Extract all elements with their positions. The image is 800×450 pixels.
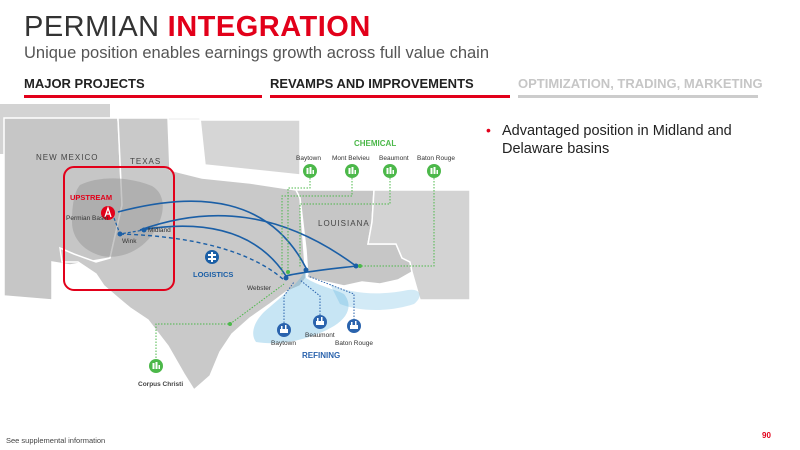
mississippi-shape [367, 189, 470, 301]
bullet-text: Advantaged position in Midland and Delaw… [502, 123, 732, 157]
refining-connector [299, 279, 321, 318]
page-subtitle: Unique position enables earnings growth … [24, 44, 490, 62]
chemical-plant-icon [427, 164, 441, 178]
chemical-node [358, 264, 362, 268]
refining-site-beaumont: Beaumont [305, 332, 335, 339]
upstream-label: UPSTREAM [70, 193, 112, 202]
pipeline-arc [139, 225, 287, 277]
chemical-site-baytown: Baytown [296, 155, 321, 162]
bullet-item: • Advantaged position in Midland and Dela… [484, 122, 774, 158]
place-label-corpus-christi: Corpus Christi [138, 381, 183, 388]
chemical-connector [281, 178, 353, 276]
tab-underline [270, 95, 510, 98]
place-label-webster: Webster [247, 285, 272, 292]
place-label-midland: Midland [148, 227, 171, 234]
refining-site-baton-rouge: Baton Rouge [335, 340, 373, 347]
chemical-title: CHEMICAL [354, 139, 396, 148]
chemical-connector [155, 283, 285, 358]
logistics-label: LOGISTICS [193, 270, 233, 279]
refining-connector [283, 281, 295, 326]
chemical-site-beaumont: Beaumont [379, 155, 409, 162]
state-label-new-mexico: NEW MEXICO [36, 153, 98, 162]
refinery-icon [347, 319, 361, 333]
pipeline-dashed [119, 233, 285, 281]
chemical-connector [299, 178, 391, 268]
page-number: 90 [762, 431, 771, 440]
tab-label: REVAMPS AND IMPROVEMENTS [270, 76, 474, 91]
place-label-wink: Wink [122, 238, 137, 245]
gulf-coast-water [330, 284, 420, 310]
refinery-icon [313, 315, 327, 329]
permian-integration-map: NEW MEXICO TEXAS LOUISIANA CHEMICAL Bayt… [0, 104, 470, 392]
permian-basin-area [72, 178, 163, 257]
tab-label: MAJOR PROJECTS [24, 76, 145, 91]
refining-title: REFINING [302, 351, 340, 360]
chemical-plant-icon [149, 359, 163, 373]
tab-major-projects[interactable]: MAJOR PROJECTS [24, 76, 262, 98]
upstream-outline-box [63, 166, 175, 291]
state-label-louisiana: LOUISIANA [318, 219, 370, 228]
chemical-plant-icon [345, 164, 359, 178]
pipeline-node [353, 263, 359, 269]
tab-underline [24, 95, 262, 98]
pipeline-arc [117, 200, 307, 269]
place-label-permian-basin: Permian Basin [66, 215, 109, 222]
chemical-connector [360, 178, 435, 267]
upstream-oil-rig-icon [101, 205, 115, 220]
chemical-connector [287, 178, 311, 272]
footnote: See supplemental information [6, 436, 106, 445]
title-permian: PERMIAN [24, 11, 160, 43]
pipeline-node [303, 267, 309, 273]
pipeline-node [283, 275, 289, 281]
chemical-node [228, 322, 232, 326]
logistics-pipeline-icon [205, 250, 219, 264]
chemical-node [286, 270, 290, 274]
pipeline-arc [139, 214, 357, 267]
pipeline-node [117, 231, 123, 237]
chemical-site-mont-belvieu: Mont Belvieu [332, 155, 370, 162]
chemical-plant-icon [383, 164, 397, 178]
refinery-icon [277, 323, 291, 337]
key-points-list: • Advantaged position in Midland and Dela… [484, 122, 774, 158]
chemical-plant-icon [303, 164, 317, 178]
chemical-site-baton-rouge: Baton Rouge [417, 155, 455, 162]
bullet-dot-icon: • [486, 122, 491, 138]
tab-optimization-trading-marketing[interactable]: OPTIMIZATION, TRADING, MARKETING [518, 76, 763, 98]
state-label-texas: TEXAS [130, 157, 161, 166]
tab-underline [518, 95, 758, 98]
tab-label: OPTIMIZATION, TRADING, MARKETING [518, 76, 763, 91]
title-integration: INTEGRATION [167, 11, 371, 43]
pipeline-arc [285, 265, 357, 277]
refining-site-baytown: Baytown [271, 340, 296, 347]
pipeline-node [141, 227, 147, 233]
tab-revamps-and-improvements[interactable]: REVAMPS AND IMPROVEMENTS [270, 76, 510, 98]
